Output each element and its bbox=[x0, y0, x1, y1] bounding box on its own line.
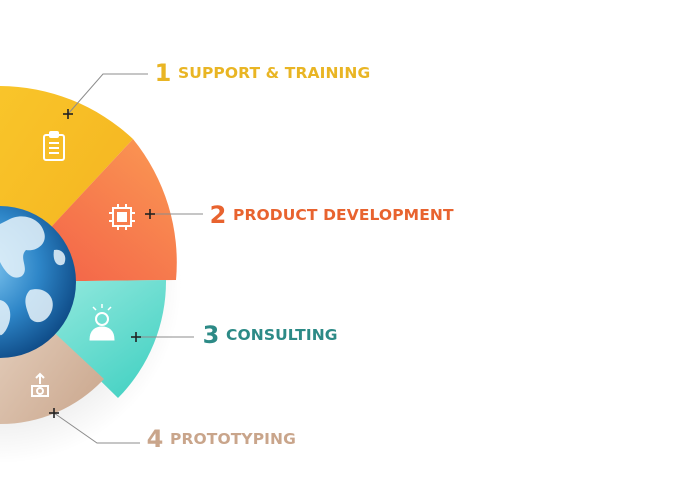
clipboard-icon bbox=[43, 131, 65, 161]
step-support-training: 1 SUPPORT & TRAINING bbox=[148, 58, 371, 88]
step-number: 4 bbox=[146, 425, 164, 453]
step-product-development: 2 PRODUCT DEVELOPMENT bbox=[203, 200, 454, 230]
plus-icon bbox=[49, 408, 59, 418]
connector-1 bbox=[67, 73, 148, 115]
step-consulting: 3 CONSULTING bbox=[196, 320, 338, 350]
step-number: 2 bbox=[209, 201, 227, 229]
step-label: PROTOTYPING bbox=[170, 430, 296, 448]
prototype-box-icon bbox=[31, 372, 49, 397]
plus-icon bbox=[145, 209, 155, 219]
plus-icon bbox=[131, 332, 141, 342]
step-label: SUPPORT & TRAINING bbox=[178, 64, 371, 82]
consultant-icon bbox=[89, 304, 115, 341]
chip-icon bbox=[109, 204, 135, 230]
step-number: 1 bbox=[154, 59, 172, 87]
step-label: PRODUCT DEVELOPMENT bbox=[233, 206, 454, 224]
step-label: CONSULTING bbox=[226, 326, 338, 344]
plus-icon bbox=[63, 109, 73, 119]
globe-continents bbox=[0, 216, 66, 336]
connector-4 bbox=[53, 412, 140, 444]
step-prototyping: 4 PROTOTYPING bbox=[140, 424, 296, 454]
step-number: 3 bbox=[202, 321, 220, 349]
